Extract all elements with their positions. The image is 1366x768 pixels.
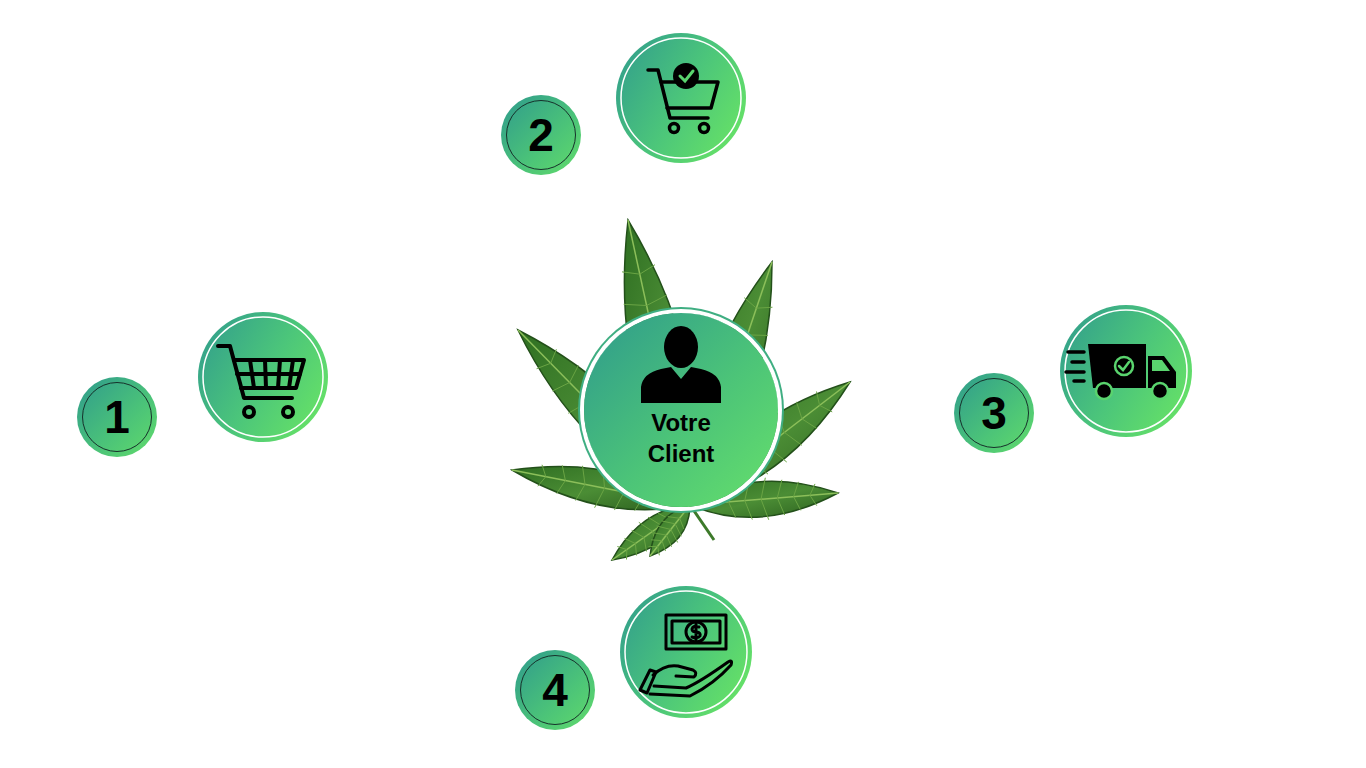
step-number: 3 bbox=[954, 373, 1034, 453]
step-number: 4 bbox=[515, 650, 595, 730]
callout-number: 1 bbox=[104, 394, 130, 440]
payment-icon-circle bbox=[620, 586, 752, 718]
delivery-truck-icon-circle bbox=[1060, 305, 1192, 437]
cannabis-leaf bbox=[512, 220, 850, 560]
callout-number: 4 bbox=[542, 667, 568, 713]
cart-icon-circle bbox=[198, 312, 328, 442]
node-label: Votre Client bbox=[621, 407, 741, 469]
client-circle: Votre Client bbox=[584, 313, 778, 507]
step-number: 2 bbox=[501, 95, 581, 175]
cart-check-icon-circle bbox=[616, 33, 746, 163]
callout-number: 2 bbox=[528, 112, 554, 158]
person-icon bbox=[639, 321, 723, 405]
step-number: 1 bbox=[77, 377, 157, 457]
callout-number: 3 bbox=[981, 390, 1007, 436]
